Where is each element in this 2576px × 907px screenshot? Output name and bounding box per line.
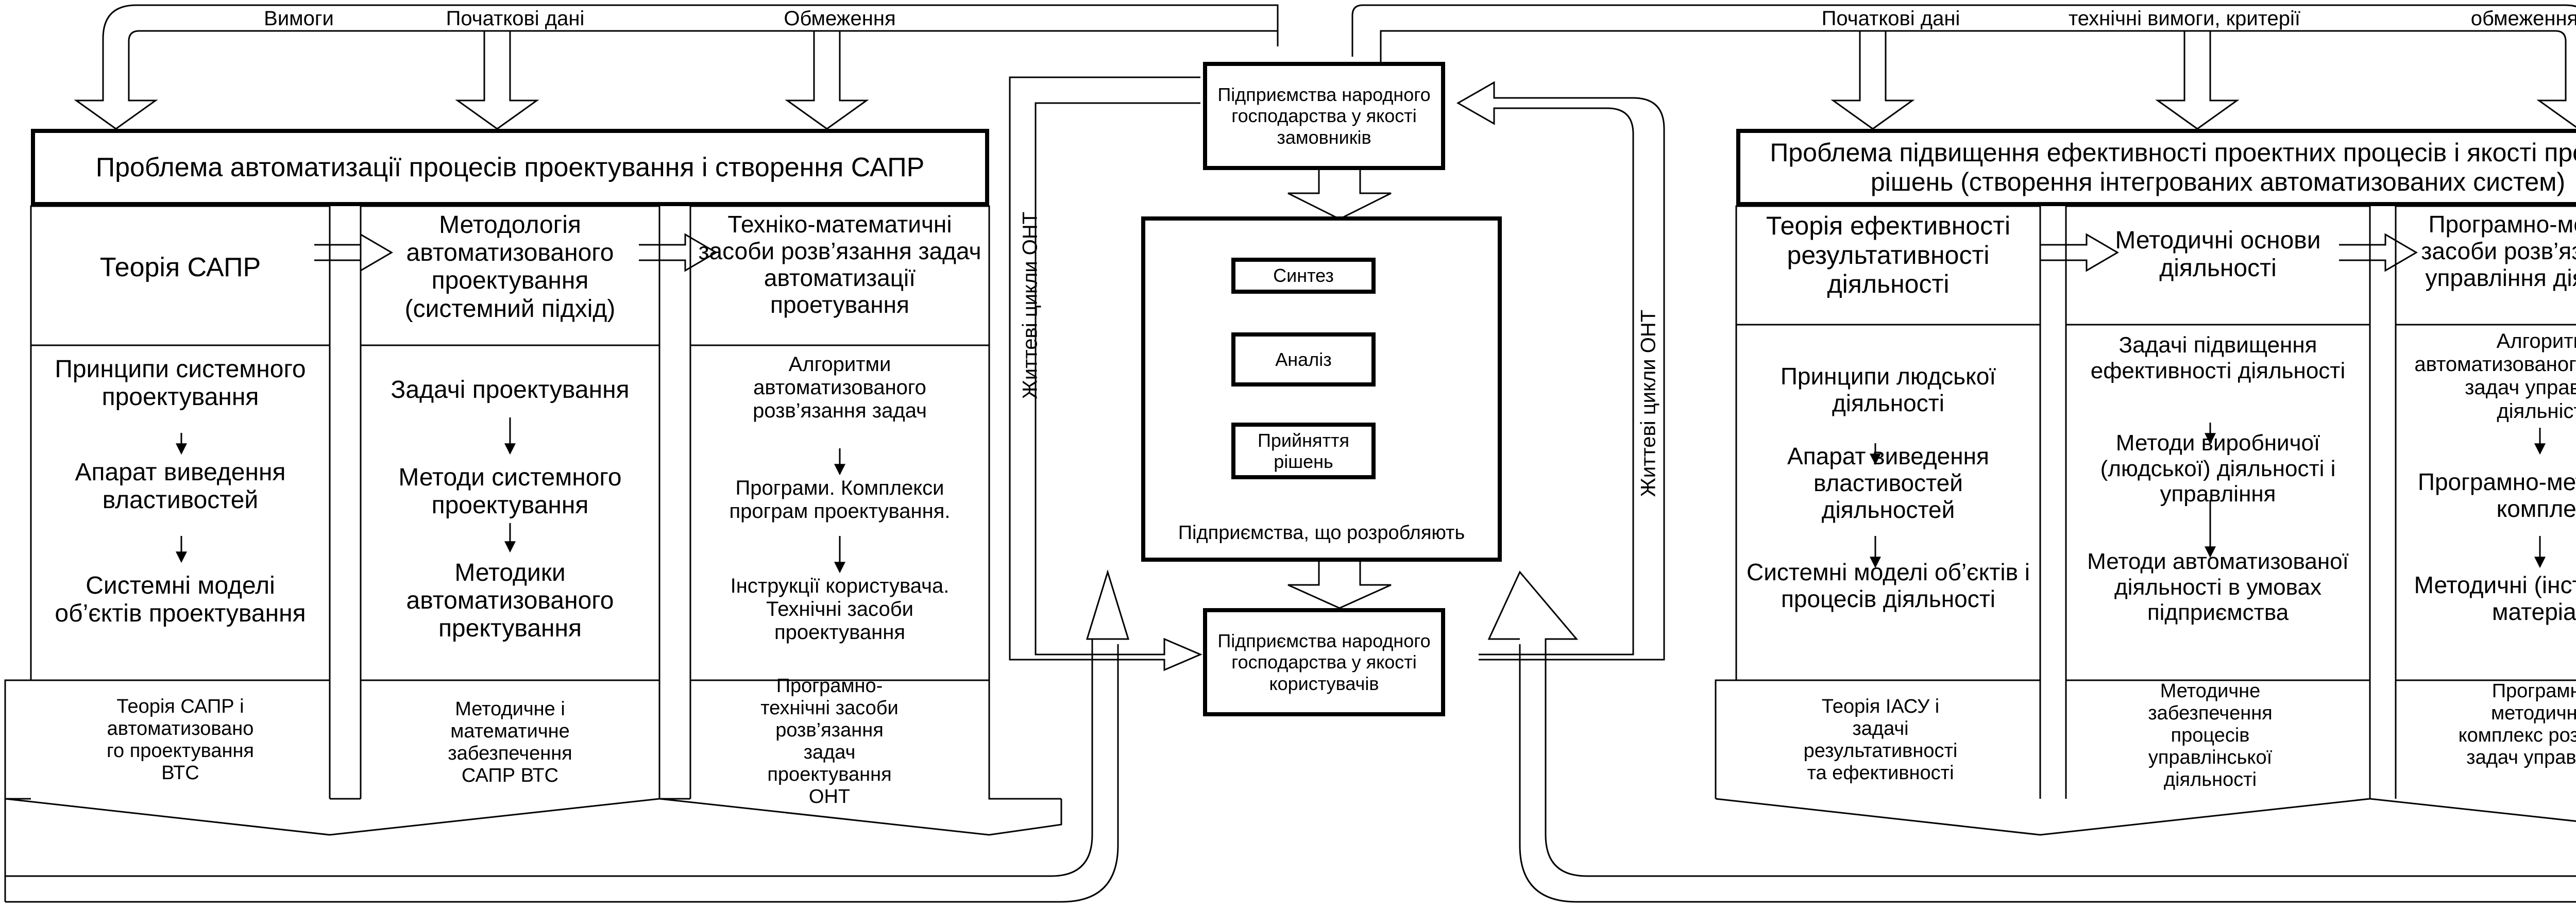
- left-col3-item2: Програми. Комплекси програм проектування…: [729, 477, 951, 523]
- left-lifecycle-loop: [1009, 76, 1202, 671]
- input-label-constraints-right: обмеження: [2470, 7, 2576, 30]
- right-col3-output: Програмно-методичний комплекс розв’язку …: [2458, 680, 2576, 768]
- lifecycle-left-label: Життеві цикли ОНТ: [1019, 211, 1042, 399]
- right-problem-title-text: Проблема підвищення ефективності проектн…: [1770, 138, 2576, 197]
- user-text: Підприємства народного господарства у як…: [1217, 630, 1431, 694]
- right-col3-item3: Методичні (інструктивні) матеріали: [2414, 572, 2576, 625]
- right-col3-item1: Алгоритми автоматизованого розв’язку зад…: [2414, 330, 2576, 423]
- input-label-tech-requirements: технічні вимоги, критерії: [2068, 7, 2301, 30]
- input-label-initial-data: Початкові дані: [446, 7, 585, 30]
- right-col2-header: Методичні основи діяльності: [2115, 227, 2321, 282]
- left-col2-item2: Методи системного проектування: [398, 464, 622, 519]
- left-col3-item1: Алгоритми автоматизованого розв’язання з…: [753, 353, 927, 423]
- input-arrow-1: [455, 31, 539, 130]
- center-to-user-arrow: [1287, 562, 1392, 609]
- analysis-text: Аналіз: [1275, 348, 1332, 370]
- left-col2-item3: Методики автоматизованого пректування: [406, 559, 614, 643]
- customer-to-center-arrow: [1287, 170, 1392, 220]
- right-col2-item3: Методи автоматизованої діяльності в умов…: [2087, 549, 2349, 626]
- right-col3-item2: Програмно-методичний комплекс: [2417, 468, 2576, 522]
- lifecycle-right-label: Життеві цикли ОНТ: [1637, 309, 1660, 497]
- left-col1-output: Теорія САПР і автоматизовано го проектув…: [106, 696, 255, 784]
- input-label-constraints: Обмеження: [784, 7, 896, 30]
- left-col3-item3: Інструкції користувача. Технічні засоби …: [730, 575, 950, 644]
- left-problem-title-text: Проблема автоматизації процесів проектув…: [95, 153, 925, 182]
- input-label-requirements: Вимоги: [264, 7, 334, 30]
- right-col2-item2: Методи виробничої (людської) діяльності …: [2100, 430, 2336, 507]
- left-problem-title: Проблема автоматизації процесів проектув…: [31, 129, 989, 206]
- right-col1-item2: Апарат виведення властивостей діяльносте…: [1787, 443, 1989, 523]
- right-lifecycle-loop: [1456, 81, 1665, 661]
- customer-box: Підприємства народного господарства у як…: [1203, 62, 1445, 170]
- analysis-box: Аналіз: [1231, 332, 1376, 387]
- left-col1-item1: Принципи системного проектування: [55, 356, 306, 411]
- right-col1-item1: Принципи людської діяльності: [1780, 363, 1996, 416]
- right-bottom-output: [1715, 798, 2576, 836]
- left-top-feedback-arrow: [74, 4, 1279, 130]
- customer-text: Підприємства народного господарства у як…: [1217, 83, 1431, 148]
- left-col1-header: Теорія САПР: [99, 253, 261, 282]
- decision-text: Прийняття рішень: [1258, 429, 1349, 472]
- synthesis-box: Синтез: [1231, 258, 1376, 294]
- input-arrow-2: [785, 31, 869, 130]
- left-col1-item2: Апарат виведення властивостей: [75, 459, 286, 514]
- right-col1-output: Теорія ІАСУ і задачі результативності та…: [1803, 696, 1958, 784]
- decision-box: Прийняття рішень: [1231, 423, 1376, 479]
- left-bottom-pipe: [5, 569, 1130, 903]
- input-label-initial-data-right: Початкові дані: [1821, 7, 1960, 30]
- right-col1-item3: Системні моделі об’єктів і процесів діял…: [1747, 559, 2030, 612]
- right-bottom-pipe: [1487, 570, 2576, 903]
- developer-text: Підприємства, що розробляють: [1178, 522, 1465, 544]
- left-col1-item3: Системні моделі об’єктів проектування: [55, 572, 306, 628]
- col-arrow-r2: [2339, 233, 2418, 272]
- input-arrow-r1: [1831, 31, 1915, 130]
- user-box: Підприємства народного господарства у як…: [1203, 608, 1445, 716]
- input-arrow-r2: [2155, 31, 2240, 130]
- col-arrow-l2: [639, 233, 718, 272]
- right-col2-output: Методичне забезпечення процесів управлін…: [2148, 680, 2273, 791]
- synthesis-text: Синтез: [1273, 265, 1334, 286]
- right-col1-header: Теорія ефективності результативності дія…: [1766, 211, 2011, 298]
- right-top-feedback-arrow: [1351, 4, 2576, 128]
- col-arrow-r1: [2040, 233, 2119, 272]
- right-col2-item1: Задачі підвищення ефективності діяльност…: [2090, 332, 2346, 383]
- right-col3-header: Програмно-методичні засоби розв’язку зад…: [2421, 211, 2576, 291]
- left-bottom-output: [5, 798, 1062, 836]
- left-col2-item1: Задачі проектування: [391, 376, 630, 404]
- right-problem-title: Проблема підвищення ефективності проектн…: [1736, 129, 2576, 206]
- left-col3-header: Техніко-математичні засоби розв’язання з…: [698, 211, 981, 318]
- left-col2-output: Методичне і математичне забезпечення САП…: [448, 698, 572, 786]
- left-col2-header: Методологія автоматизованого проектуванн…: [404, 211, 616, 323]
- left-col3-output: Програмно-технічні засоби розв’язання за…: [760, 675, 899, 808]
